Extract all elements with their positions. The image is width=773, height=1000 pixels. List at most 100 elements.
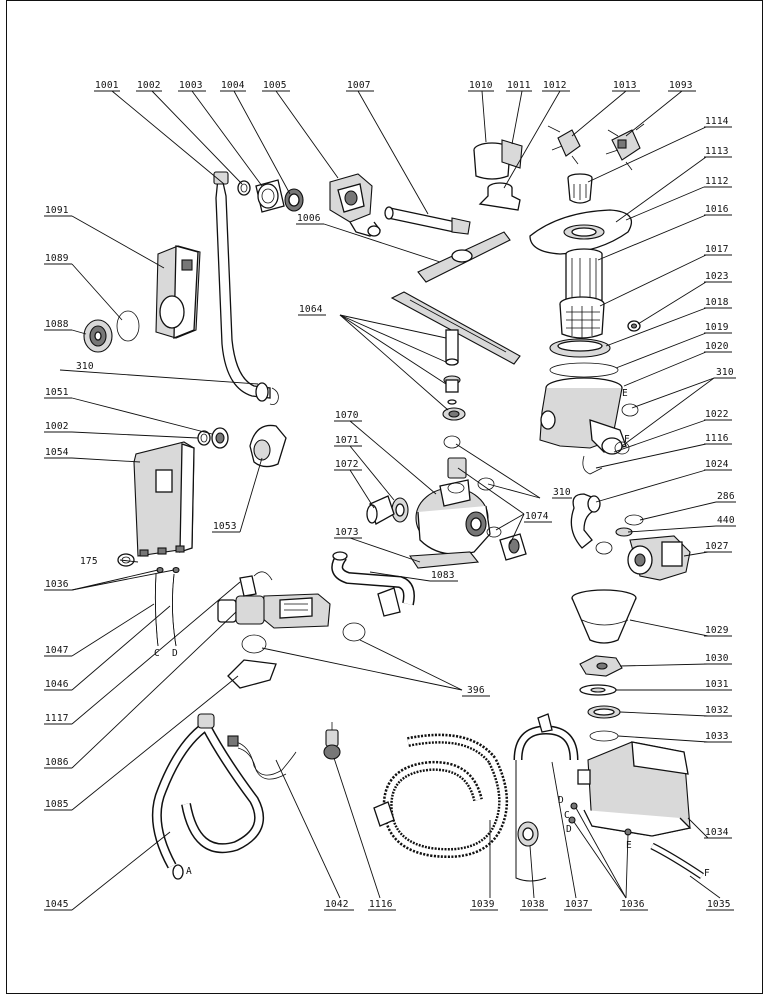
label-1070: 1070 bbox=[335, 410, 359, 421]
label-1038: 1038 bbox=[521, 899, 545, 910]
label-1112: 1112 bbox=[705, 176, 729, 187]
part-1113-filter-plate bbox=[529, 209, 633, 255]
part-1088-cap bbox=[83, 319, 113, 353]
label-1036-left: 1036 bbox=[45, 579, 69, 590]
label-1018: 1018 bbox=[705, 297, 729, 308]
part-1071-seal bbox=[391, 497, 409, 523]
part-1035-hose bbox=[650, 842, 704, 879]
letter-d-low: D bbox=[566, 824, 572, 835]
part-1036-clips-left bbox=[156, 566, 180, 574]
part-1085-bracket bbox=[227, 659, 277, 689]
label-1012: 1012 bbox=[543, 80, 567, 91]
label-1036-bottom: 1036 bbox=[621, 899, 645, 910]
label-1116-bottom: 1116 bbox=[369, 899, 393, 910]
part-1019-o-ring bbox=[549, 362, 619, 378]
part-1039-drain-hose bbox=[373, 733, 509, 858]
label-1031: 1031 bbox=[705, 679, 729, 690]
letter-f-top: F bbox=[624, 434, 630, 445]
label-1053: 1053 bbox=[213, 521, 237, 532]
label-1001: 1001 bbox=[95, 80, 119, 91]
label-1029: 1029 bbox=[705, 625, 729, 636]
label-1116-right: 1116 bbox=[705, 433, 729, 444]
part-1064-spray-arm-assembly bbox=[390, 291, 521, 421]
label-1091: 1091 bbox=[45, 205, 69, 216]
label-310-right: 310 bbox=[716, 367, 734, 378]
label-310-left: 310 bbox=[76, 361, 94, 372]
label-1035: 1035 bbox=[707, 899, 731, 910]
part-1007-upper-pipe bbox=[384, 206, 471, 235]
label-175: 175 bbox=[80, 556, 98, 567]
label-1022: 1022 bbox=[705, 409, 729, 420]
letter-d-mid: D bbox=[558, 795, 564, 806]
part-286-clamp bbox=[624, 514, 644, 526]
letter-e-top: E bbox=[622, 388, 628, 399]
part-1116-sensor-bottom bbox=[323, 722, 341, 760]
label-1019: 1019 bbox=[705, 322, 729, 333]
part-1054-softener bbox=[133, 441, 195, 557]
part-1042-wire-harness bbox=[227, 735, 297, 780]
part-1003-collar bbox=[255, 179, 285, 213]
leader-lines bbox=[59, 90, 721, 911]
letter-c-left: C bbox=[154, 648, 160, 659]
label-1032: 1032 bbox=[705, 705, 729, 716]
letter-c-mid: C bbox=[564, 810, 570, 821]
letter-f-bottom: F bbox=[704, 868, 710, 879]
letter-e-bottom: E bbox=[626, 840, 632, 851]
part-1013-sensor bbox=[547, 125, 581, 165]
part-1027-drain-pump bbox=[627, 535, 691, 581]
letter-a: A bbox=[186, 866, 192, 877]
label-1003: 1003 bbox=[179, 80, 203, 91]
part-1116-rod-right bbox=[582, 455, 603, 475]
part-1004-ring-nut bbox=[284, 188, 304, 212]
label-1064: 1064 bbox=[299, 304, 323, 315]
label-1006: 1006 bbox=[297, 213, 321, 224]
part-1083-hose bbox=[331, 551, 415, 617]
part-1005-manifold bbox=[329, 173, 381, 237]
label-1039: 1039 bbox=[471, 899, 495, 910]
label-1010: 1010 bbox=[469, 80, 493, 91]
part-396-clamps bbox=[241, 622, 366, 654]
part-1093-switch bbox=[605, 123, 645, 171]
part-1037-hose-loop bbox=[513, 713, 579, 882]
label-1046: 1046 bbox=[45, 679, 69, 690]
part-1053-air-break bbox=[249, 424, 287, 468]
label-1073: 1073 bbox=[335, 527, 359, 538]
part-1024-elbow bbox=[570, 493, 613, 555]
part-1046-hose bbox=[172, 573, 177, 647]
label-1013: 1013 bbox=[613, 80, 637, 91]
part-1018-seal-ring bbox=[549, 338, 611, 358]
part-1031-washer bbox=[579, 684, 617, 696]
label-1033: 1033 bbox=[705, 731, 729, 742]
part-1051-elbow bbox=[211, 427, 229, 449]
part-1029-funnel bbox=[571, 589, 637, 644]
label-underlines bbox=[44, 90, 736, 911]
part-1074-connectors bbox=[447, 457, 527, 561]
label-1085: 1085 bbox=[45, 799, 69, 810]
part-1045-inlet-hose bbox=[151, 713, 265, 880]
part-1038-ring bbox=[517, 821, 539, 847]
label-1002-left: 1002 bbox=[45, 421, 69, 432]
part-1017-mesh-filter bbox=[559, 296, 605, 339]
connection-letters: C D A E F D C D E F bbox=[154, 388, 710, 879]
part-1030-nut bbox=[579, 655, 623, 677]
part-1047-hose bbox=[154, 573, 159, 647]
part-310-clamps-mid bbox=[443, 435, 495, 494]
part-1006-spray-arm bbox=[417, 231, 511, 283]
part-1010-bracket bbox=[473, 139, 523, 180]
label-1017: 1017 bbox=[705, 244, 729, 255]
part-drawings bbox=[83, 123, 704, 882]
label-1016: 1016 bbox=[705, 204, 729, 215]
part-1012-connector bbox=[478, 182, 521, 211]
label-1027: 1027 bbox=[705, 541, 729, 552]
part-number-labels: 1001 1002 1003 1004 1005 1007 1010 1011 … bbox=[45, 80, 735, 910]
label-1024: 1024 bbox=[705, 459, 729, 470]
part-1086-valve-inlet bbox=[217, 571, 273, 625]
part-175-ring bbox=[117, 553, 135, 567]
page-border bbox=[6, 0, 763, 994]
label-1030: 1030 bbox=[705, 653, 729, 664]
label-1007: 1007 bbox=[347, 80, 371, 91]
part-1114-valve-top bbox=[567, 173, 593, 204]
label-1113: 1113 bbox=[705, 146, 729, 157]
